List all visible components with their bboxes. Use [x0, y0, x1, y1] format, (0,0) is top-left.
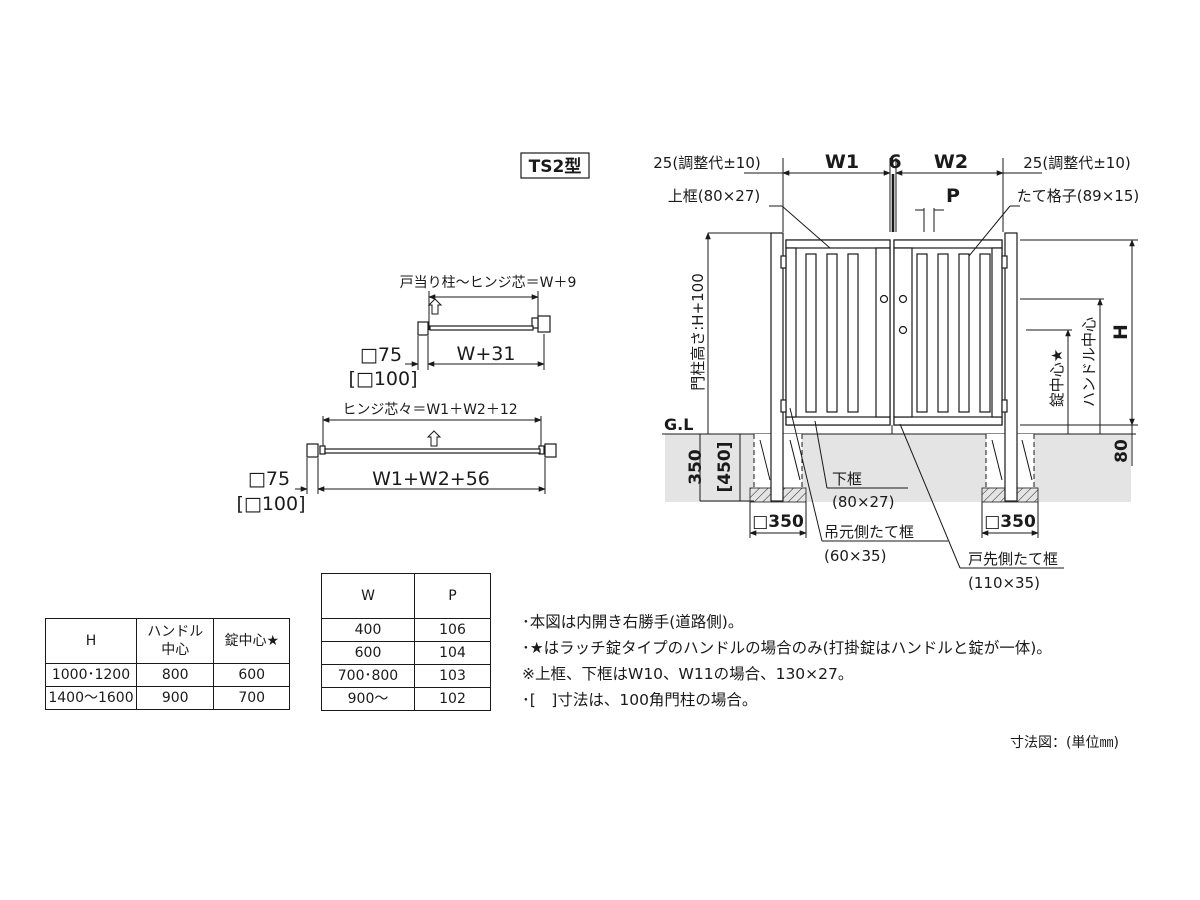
margin-right-label: 25(調整代±10) — [1023, 154, 1130, 172]
plan-single-post-size: □75 — [360, 344, 402, 366]
hinge-left-bottom — [780, 399, 787, 413]
hinge-right-top — [1001, 255, 1008, 269]
table-cell: 103 — [414, 664, 491, 688]
table-header-row: H ハンドル 中心 錠中心★ — [45, 618, 290, 664]
plan-single-open-arrow — [427, 298, 443, 315]
table-cell: 600 — [321, 641, 415, 665]
handle-height-table: H ハンドル 中心 錠中心★ 1000･1200 800 600 1400～16… — [45, 618, 290, 710]
table-header-cell: ハンドル 中心 — [135, 618, 215, 664]
note-item: ･本図は内開き右勝手(道路側)。 — [522, 613, 744, 631]
hinge-stile-label: 吊元側たて框 — [824, 523, 914, 541]
lattice-label: たて格子(89×15) — [1017, 187, 1139, 205]
hinge-stile-size: (60×35) — [824, 547, 886, 565]
plan-double-post-size: □75 — [248, 468, 290, 490]
gate-leaf-right — [893, 239, 1003, 426]
depth-label: 350 — [686, 449, 706, 485]
plan-single-top-label: 戸当り柱～ヒンジ芯＝W＋9 — [400, 275, 577, 291]
notes-list: ･本図は内開き右勝手(道路側)。 ･★はラッチ錠タイプのハンドルの場合のみ(打掛… — [522, 609, 1052, 713]
foundation-left-label: □350 — [752, 512, 804, 532]
table-cell: 900～ — [321, 687, 415, 711]
upper-frame-label: 上框(80×27) — [668, 187, 760, 205]
latch-stile-label: 戸先側たて框 — [968, 550, 1058, 568]
table-cell: 106 — [414, 618, 491, 642]
lower-frame-size: (80×27) — [832, 493, 894, 511]
table-cell: 104 — [414, 641, 491, 665]
handle-left-icon — [879, 294, 889, 304]
table-row: 1000･1200 800 600 — [45, 663, 290, 687]
table-header-cell: H — [45, 618, 137, 664]
plan-single-post-size-alt: [□100] — [348, 368, 417, 390]
note-item: ･★はラッチ錠タイプのハンドルの場合のみ(打掛錠はハンドルと錠が一体)。 — [522, 639, 1052, 657]
unit-note: 寸法図：(単位㎜) — [1010, 735, 1119, 751]
lock-icon — [898, 325, 908, 335]
plan-single-leaf — [429, 325, 534, 331]
table-row: 1400～1600 900 700 — [45, 686, 290, 710]
plan-single: 戸当り柱～ヒンジ芯＝W＋9 □75 [□100] W+31 — [348, 275, 576, 390]
plan-double-post-size-alt: [□100] — [236, 493, 305, 515]
post-height-label: 門柱高さ:H+100 — [689, 273, 707, 391]
margin-left-label: 25(調整代±10) — [653, 154, 760, 172]
elevation: G.L — [653, 151, 1139, 592]
table-row: 400 106 — [321, 618, 491, 642]
table-header-cell: P — [414, 573, 491, 619]
table-cell: 1400～1600 — [45, 686, 137, 710]
lock-center-label: 錠中心★ — [1048, 349, 1066, 407]
depth-right-label: 80 — [1112, 439, 1132, 463]
note-item: ･[ ]寸法は、100角門柱の場合。 — [522, 691, 758, 709]
table-cell: 800 — [135, 663, 215, 687]
height-label: H — [1110, 324, 1132, 340]
table-cell: 1000･1200 — [45, 663, 137, 687]
table-header-cell: 錠中心★ — [213, 618, 290, 664]
post-left — [770, 232, 784, 502]
foundation-right-label: □350 — [984, 512, 1036, 532]
post-right — [1004, 232, 1018, 502]
table-cell: 400 — [321, 618, 415, 642]
table-row: 700･800 103 — [321, 664, 491, 688]
plan-single-width: W+31 — [457, 343, 516, 365]
plan-double-top-label: ヒンジ芯々＝W1＋W2＋12 — [342, 402, 517, 418]
plan-double-open-arrow — [426, 430, 442, 447]
handle-center-label: ハンドル中心 — [1080, 317, 1098, 407]
note-item: ※上框、下框はW10、W11の場合、130×27。 — [522, 665, 854, 683]
table-header-row: W P — [321, 573, 491, 619]
gl-label: G.L — [664, 415, 693, 434]
latch-stile-size: (110×35) — [968, 574, 1040, 592]
gate-leaf-left — [785, 239, 891, 426]
table-cell: 700･800 — [321, 664, 415, 688]
depth-alt-label: [450] — [715, 441, 735, 492]
hinge-left-top — [780, 255, 787, 269]
type-title-text: TS2型 — [529, 156, 582, 177]
p-label: P — [946, 185, 960, 207]
w2-label: W2 — [934, 151, 968, 173]
plan-single-post-left — [417, 321, 429, 336]
plan-double-post-right — [544, 443, 557, 458]
plan-single-post-right — [537, 315, 551, 333]
hinge-right-bottom — [1001, 399, 1008, 413]
table-cell: 102 — [414, 687, 491, 711]
table-row: 900～ 102 — [321, 687, 491, 711]
plan-double-width: W1+W2+56 — [372, 468, 490, 490]
plan-double-post-left — [306, 443, 319, 458]
table-row: 600 104 — [321, 641, 491, 665]
gap-label: 6 — [888, 151, 901, 173]
table-header-cell: W — [321, 573, 415, 619]
w1-label: W1 — [825, 151, 859, 173]
ground-area — [665, 434, 1131, 502]
table-cell: 700 — [213, 686, 290, 710]
table-cell: 600 — [213, 663, 290, 687]
table-cell: 900 — [135, 686, 215, 710]
handle-right-icon — [898, 294, 908, 304]
width-p-table: W P 400 106 600 104 700･800 103 900～ 102 — [321, 573, 491, 711]
plan-double-leaf — [324, 448, 541, 454]
plan-double: ヒンジ芯々＝W1＋W2＋12 □75 [□100] W1+W2+56 — [236, 402, 557, 515]
type-title: TS2型 — [520, 152, 590, 179]
lower-frame-label: 下框 — [832, 470, 862, 488]
